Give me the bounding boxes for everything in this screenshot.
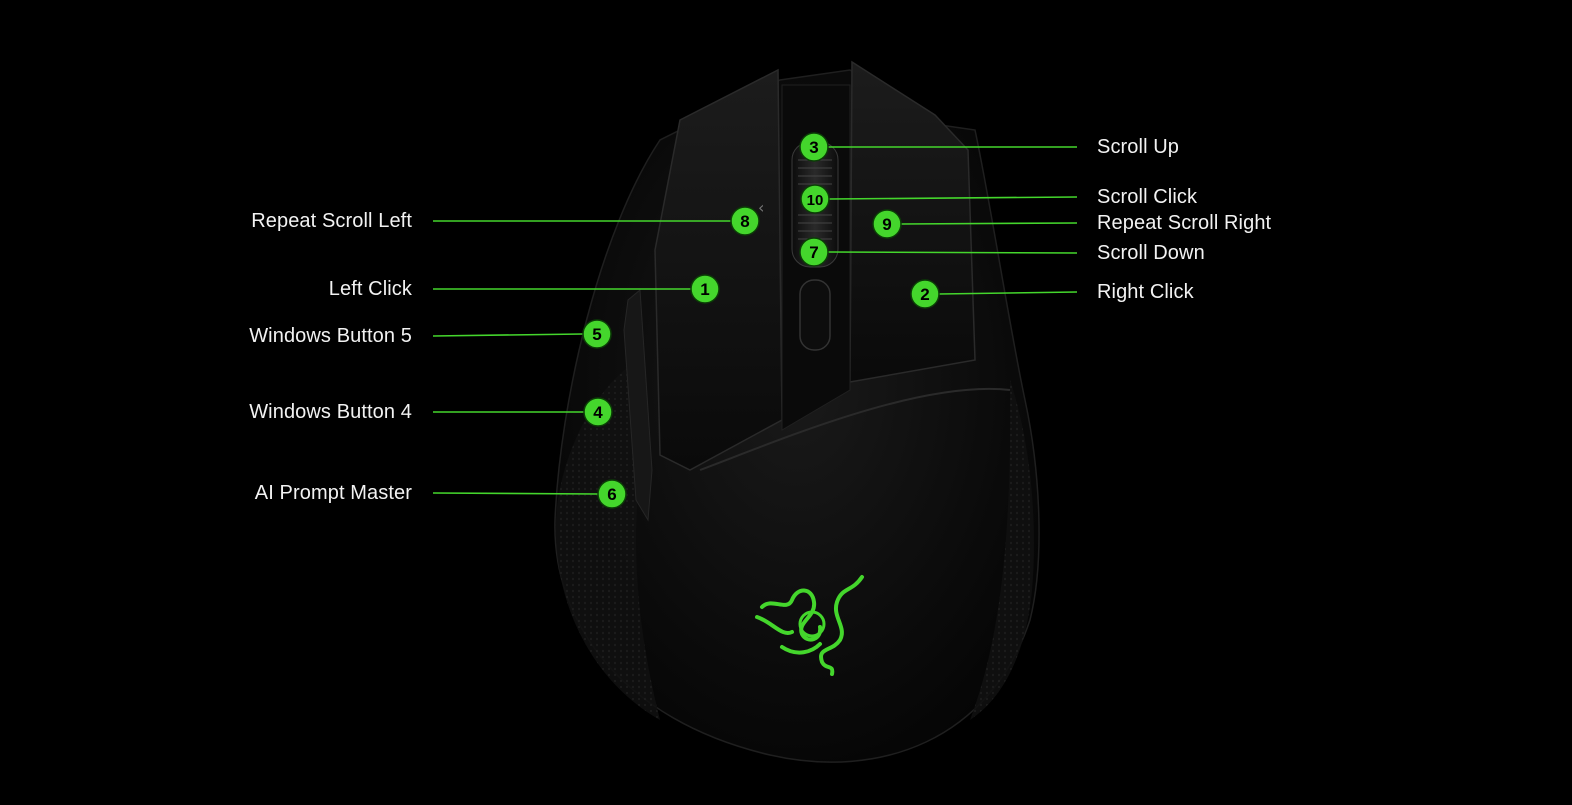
callout-marker-6: 6 [597, 479, 627, 509]
callout-marker-circle [799, 132, 829, 162]
callout-marker-8: 8 [730, 206, 760, 236]
callout-marker-circle [690, 274, 720, 304]
callout-label-7: Scroll Down [1097, 242, 1205, 264]
callout-number: 10 [807, 192, 824, 209]
callout-number: 3 [809, 138, 818, 157]
callout-marker-circle [799, 237, 829, 267]
callout-marker-2: 2 [910, 279, 940, 309]
callout-number: 6 [607, 485, 616, 504]
callout-label-6: AI Prompt Master [254, 482, 412, 504]
callout-label-1: Left Click [328, 278, 412, 300]
callout-label-9: Repeat Scroll Right [1097, 212, 1272, 234]
callout-marker-9: 9 [872, 209, 902, 239]
callout-number: 5 [592, 325, 601, 344]
callout-marker-circle [872, 209, 902, 239]
callout-marker-7: 7 [799, 237, 829, 267]
callout-marker-1: 1 [690, 274, 720, 304]
callout-number: 9 [882, 215, 891, 234]
callout-markers: 1 2 3 4 5 6 7 8 9 10 [582, 132, 940, 509]
callout-label-10: Scroll Click [1097, 186, 1198, 208]
palm-highlight [699, 387, 1011, 471]
callout-number: 4 [593, 403, 603, 422]
tilt-left-arrow-icon: ‹ [758, 198, 764, 217]
callout-line-9 [900, 222, 1078, 225]
callout-label-5: Windows Button 5 [249, 325, 412, 347]
callout-line-7 [827, 251, 1078, 254]
callout-marker-5: 5 [582, 319, 612, 349]
callout-number: 2 [920, 285, 929, 304]
callout-marker-circle [910, 279, 940, 309]
callout-marker-circle [730, 206, 760, 236]
callout-number: 8 [740, 212, 749, 231]
callout-label-8: Repeat Scroll Left [251, 210, 412, 232]
callout-marker-circle [583, 397, 613, 427]
right-button-shell[interactable] [849, 60, 976, 383]
callout-marker-circle [597, 479, 627, 509]
left-button-shell[interactable] [654, 68, 783, 471]
callout-number: 1 [700, 280, 709, 299]
callout-label-4: Windows Button 4 [249, 401, 412, 423]
callout-label-3: Scroll Up [1097, 136, 1180, 158]
callout-marker-3: 3 [799, 132, 829, 162]
callout-marker-4: 4 [583, 397, 613, 427]
callout-line-10 [828, 196, 1078, 200]
callout-line-5 [432, 333, 584, 337]
side-button-strip [623, 288, 653, 522]
callout-marker-10: 10 [800, 184, 830, 214]
callout-marker-circle [582, 319, 612, 349]
razer-logo [755, 575, 864, 676]
callout-leaders [432, 146, 1078, 495]
callout-line-6 [432, 492, 599, 495]
callout-number: 7 [809, 243, 818, 262]
mouse-illustration: ‹ [554, 60, 1040, 763]
callout-label-2: Right Click [1097, 281, 1194, 303]
right-grip-texture [970, 380, 1034, 720]
callout-marker-circle [800, 184, 830, 214]
callout-line-2 [938, 291, 1078, 295]
mode-button[interactable] [799, 279, 831, 351]
